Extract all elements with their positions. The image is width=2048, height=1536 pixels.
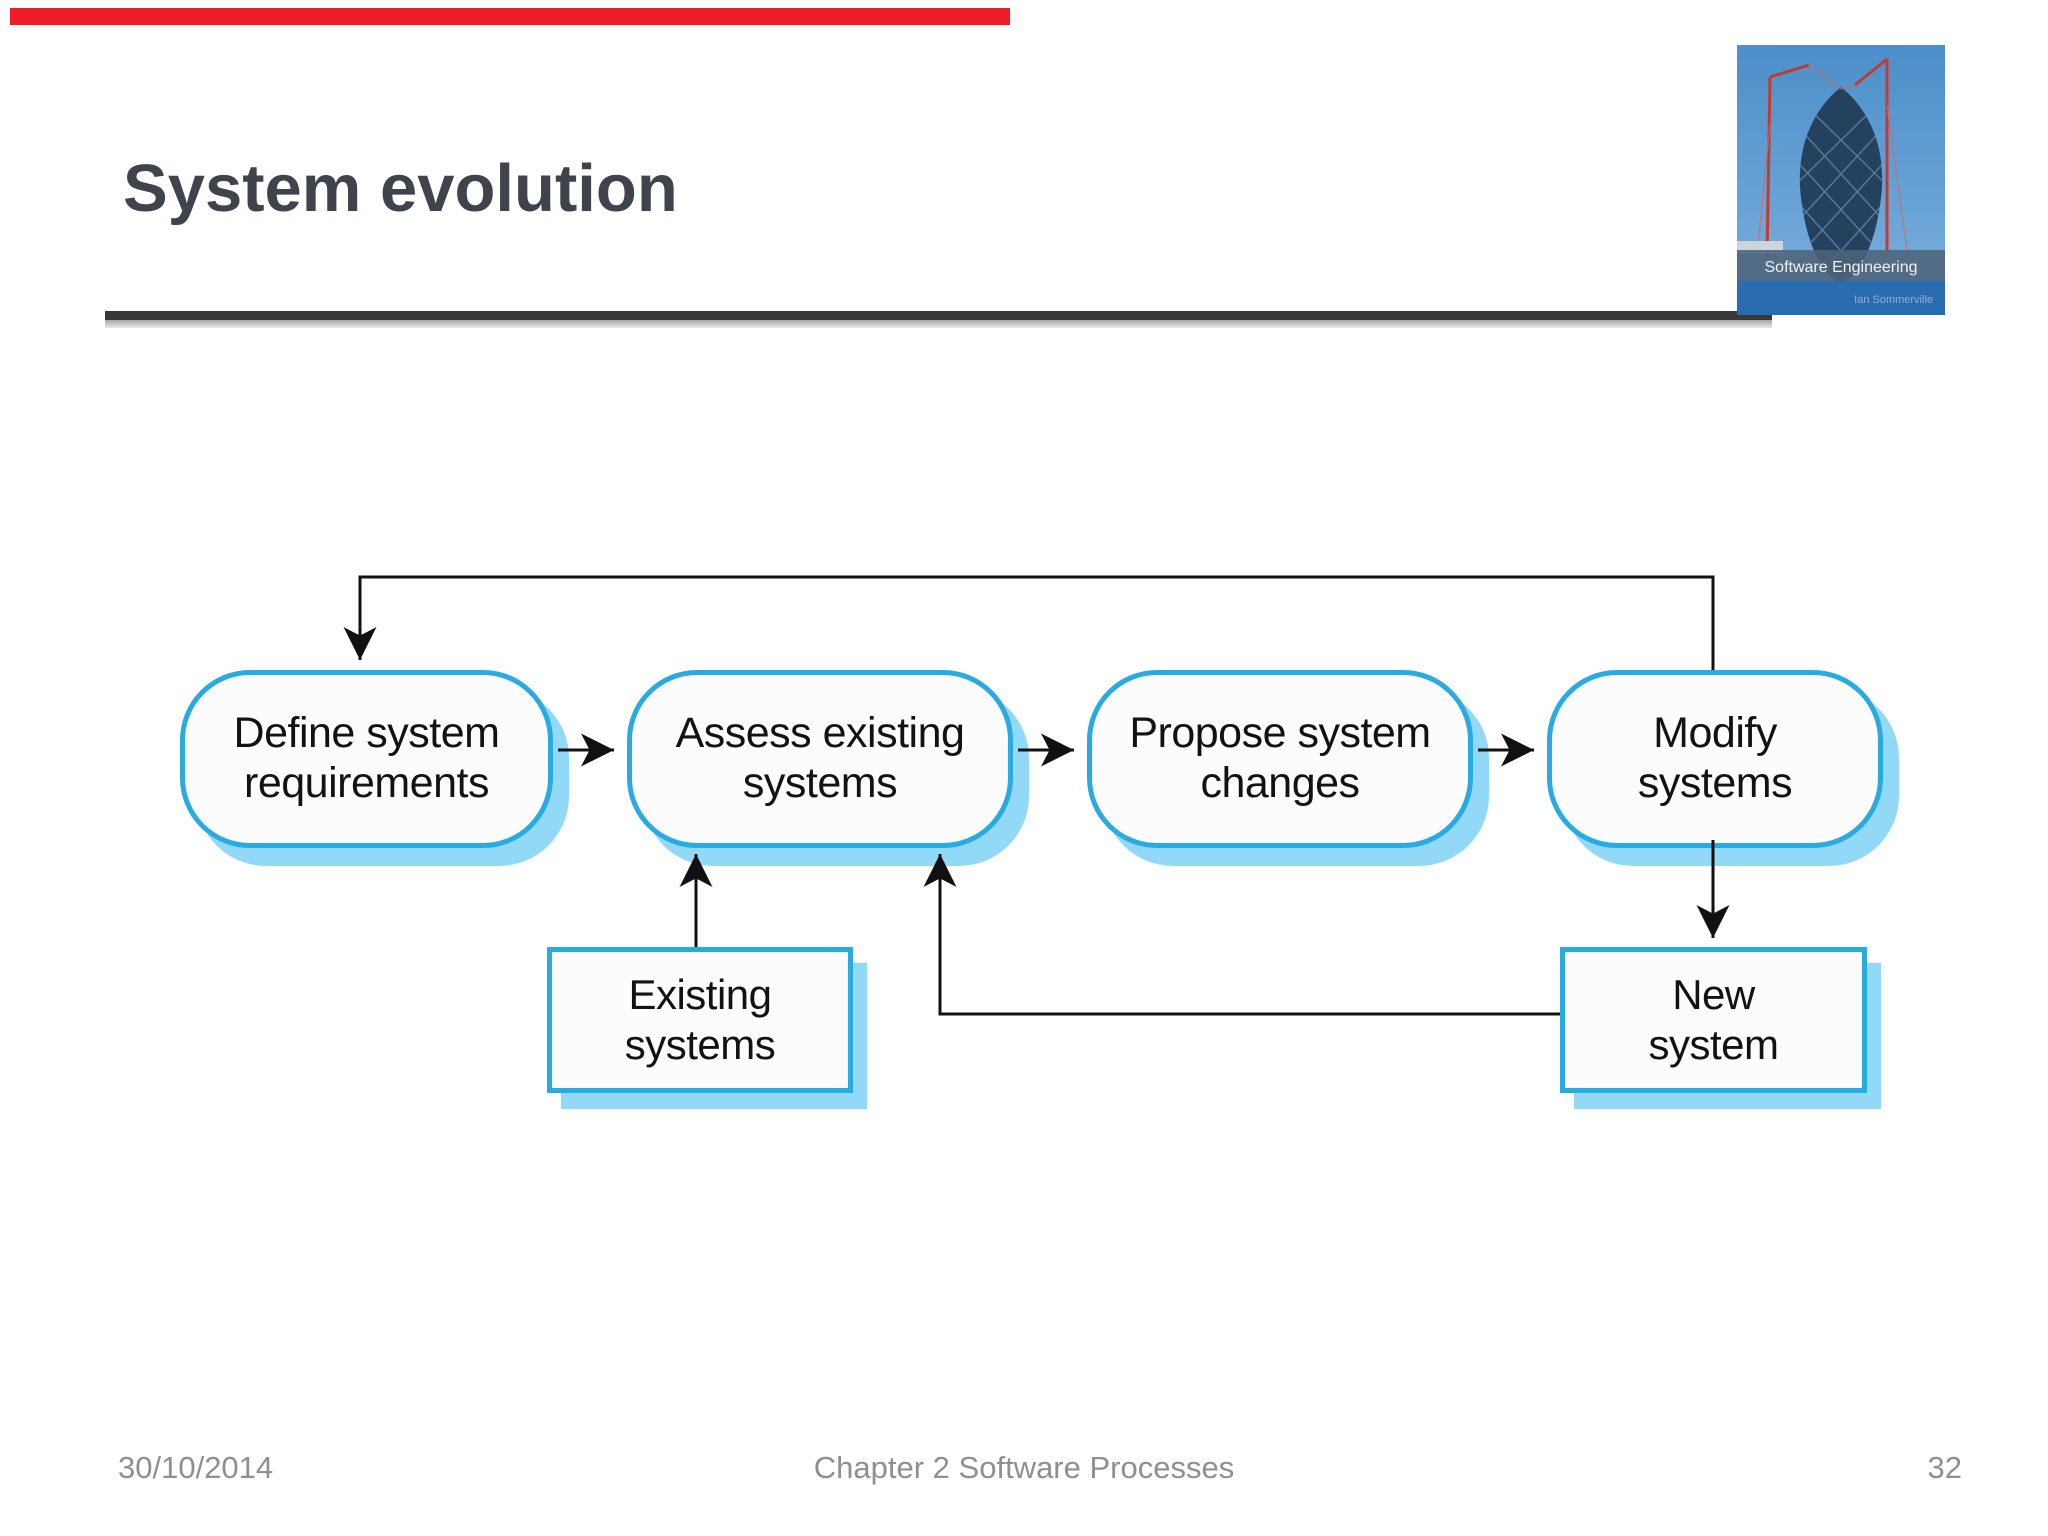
cover-crane-cables xyxy=(1756,64,1908,256)
book-cover-image: Software Engineering Ian Sommerville xyxy=(1737,45,1945,315)
node-assess-line2: systems xyxy=(742,759,898,807)
cover-author-text: Ian Sommerville xyxy=(1854,294,1933,306)
box-new-line2: system xyxy=(1648,1021,1779,1068)
box-existing-line2: systems xyxy=(624,1021,776,1068)
cover-cranes xyxy=(1765,57,1889,258)
node-define-line2: requirements xyxy=(244,759,489,807)
node-propose-line2: changes xyxy=(1200,759,1360,807)
cover-building xyxy=(1799,87,1883,285)
title-rule-shadow xyxy=(105,320,1772,328)
box-existing-line1: Existing xyxy=(628,971,772,1019)
cover-title-band xyxy=(1737,250,1945,281)
arrow-new-to-assess xyxy=(923,854,1560,1016)
node-propose-line1: Propose system xyxy=(1129,709,1431,758)
node-modify-line1: Modify xyxy=(1653,709,1777,758)
node-define-line1: Define system xyxy=(233,709,500,758)
top-red-bar xyxy=(10,8,1010,25)
page-title: System evolution xyxy=(123,151,678,226)
footer-chapter-title: Chapter 2 Software Processes xyxy=(813,1450,1235,1485)
node-modify-line2: systems xyxy=(1637,759,1793,807)
title-rule xyxy=(105,311,1772,320)
cover-author-band xyxy=(1737,281,1945,315)
footer-page-number: 32 xyxy=(1927,1450,1962,1485)
box-new-line1: New xyxy=(1672,971,1755,1019)
cover-building-lattice xyxy=(1799,94,1883,285)
footer-date: 30/10/2014 xyxy=(118,1450,274,1485)
cover-title-text: Software Engineering xyxy=(1765,259,1918,276)
node-assess-line1: Assess existing xyxy=(675,709,965,758)
feedback-loop-arrow xyxy=(343,575,1715,670)
